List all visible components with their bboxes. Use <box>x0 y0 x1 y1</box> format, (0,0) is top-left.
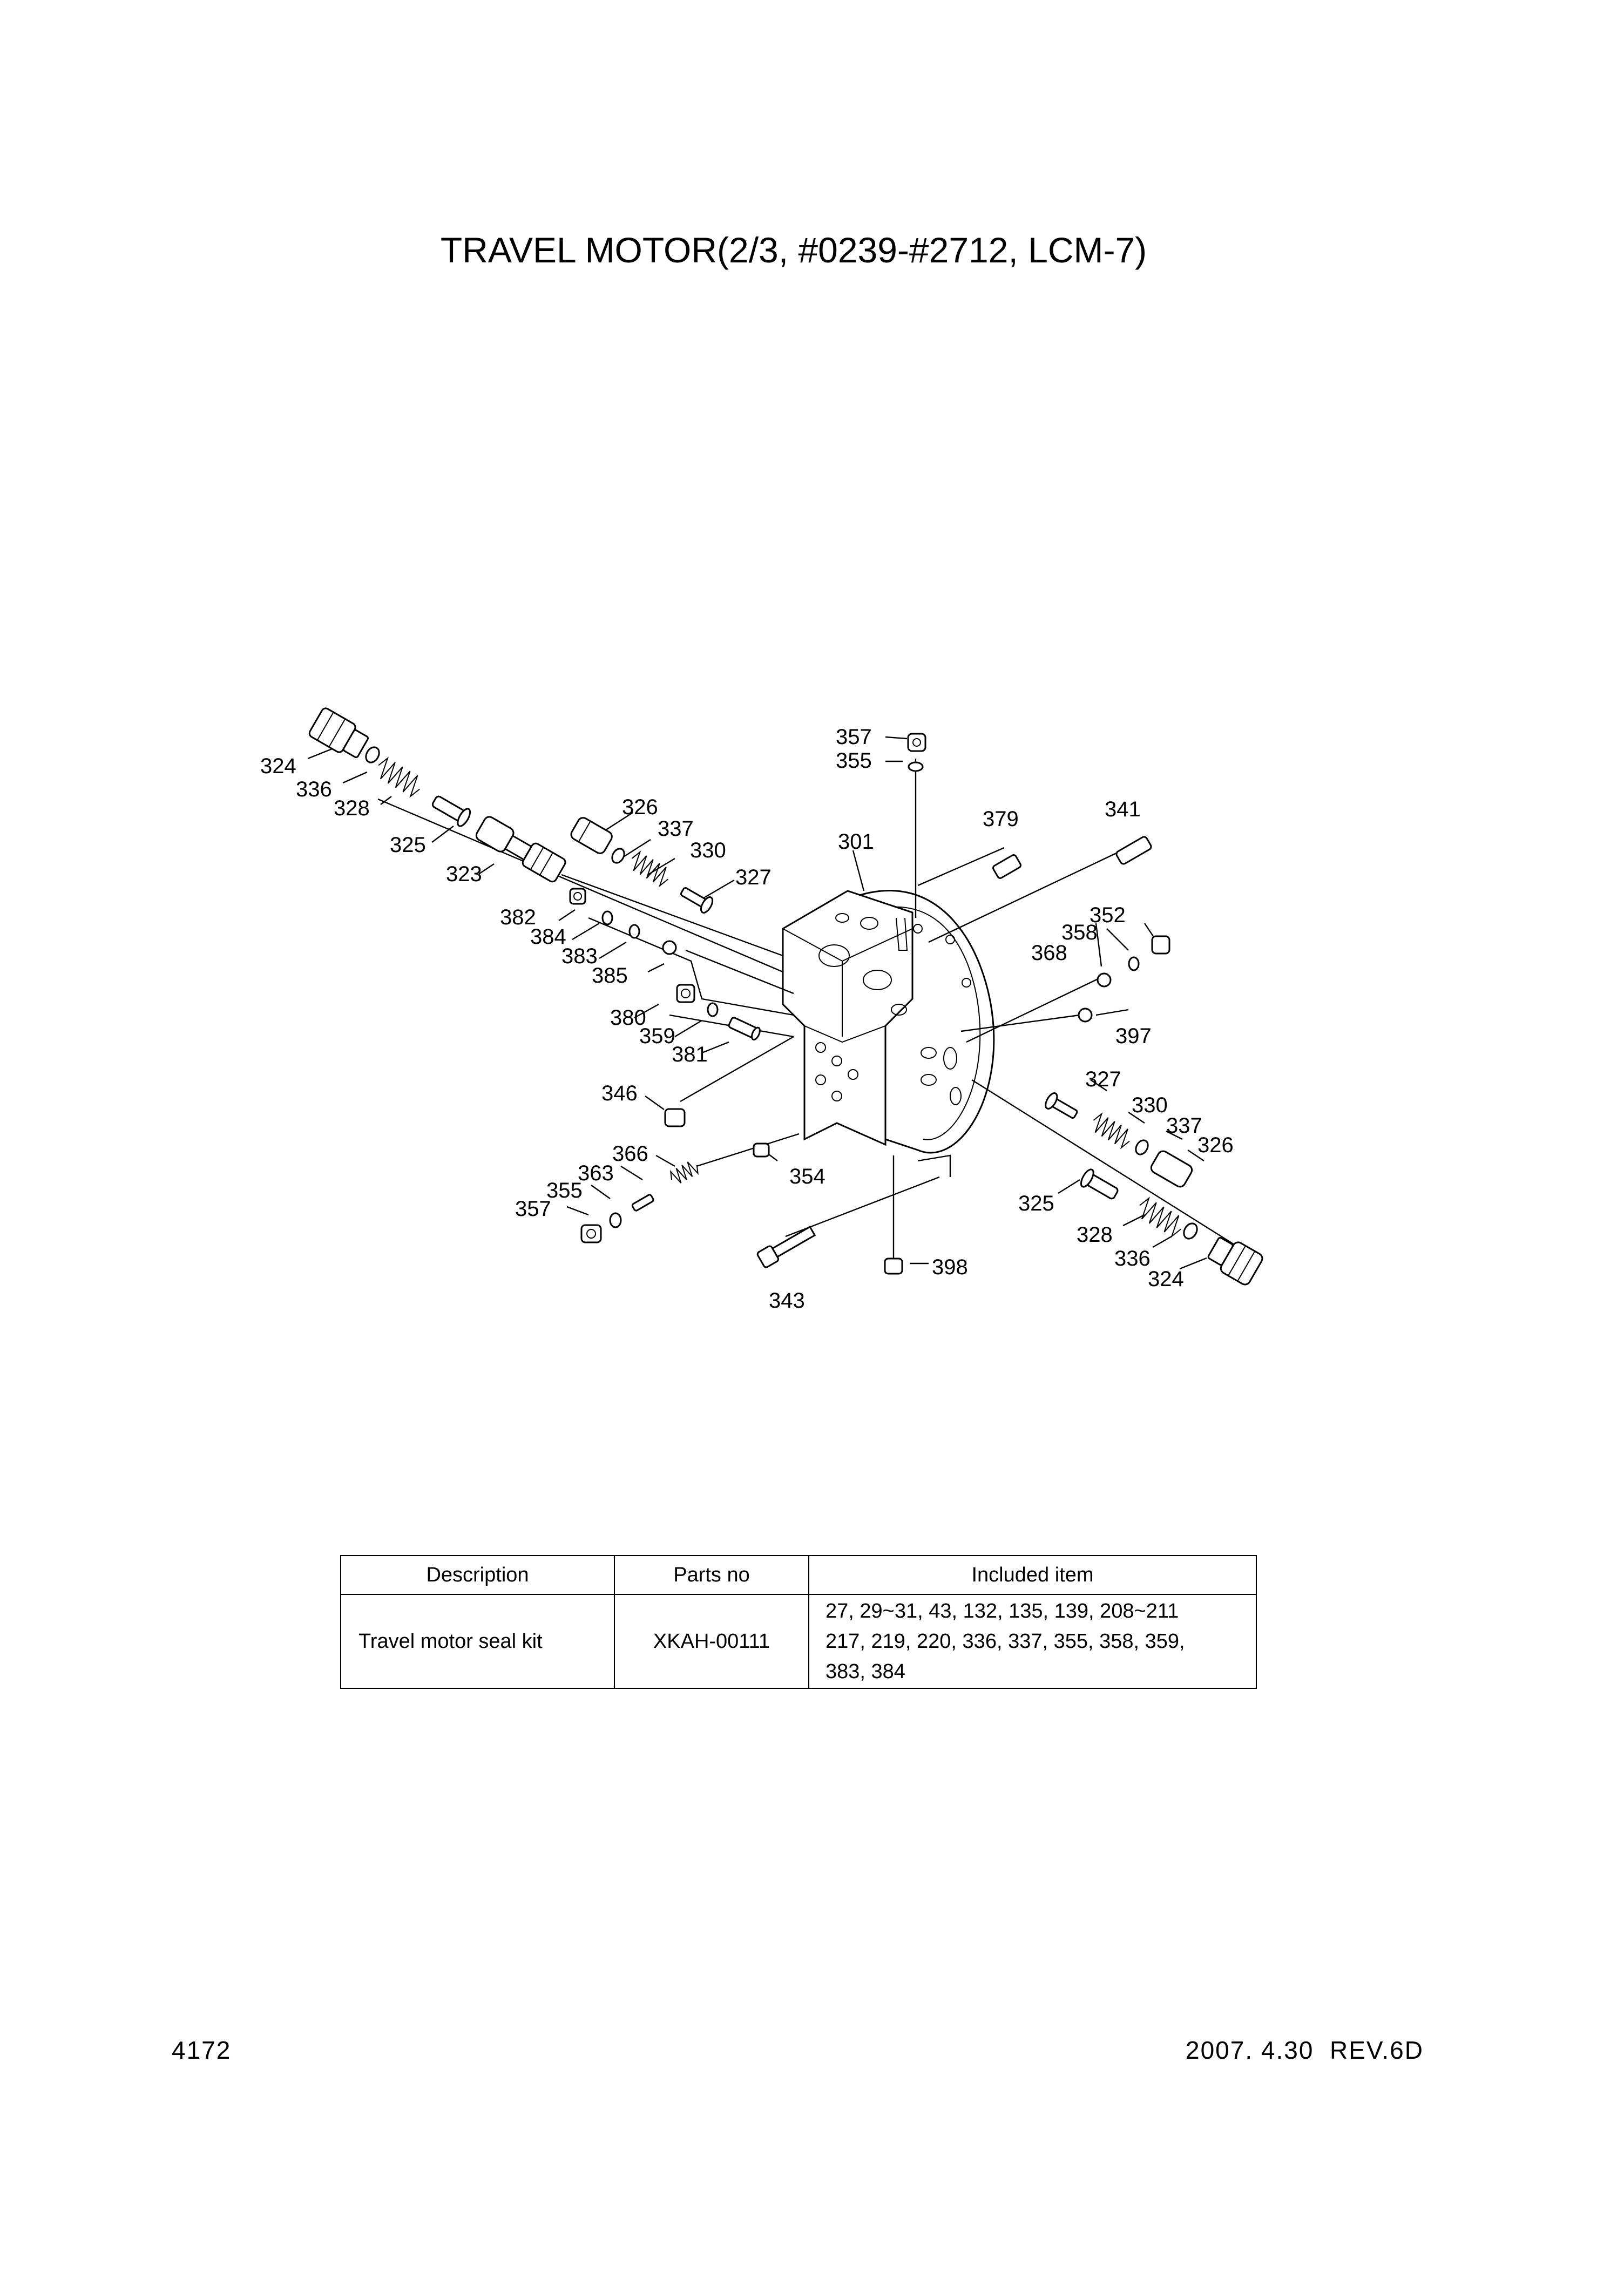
callout-343: 343 <box>769 1289 805 1313</box>
callout-366: 366 <box>612 1142 648 1166</box>
callout-397: 397 <box>1115 1024 1152 1048</box>
included-line-2: 217, 219, 220, 336, 337, 355, 358, 359, <box>825 1630 1185 1653</box>
included-line-1: 27, 29~31, 43, 132, 135, 139, 208~211 <box>825 1600 1179 1622</box>
callout-324: 324 <box>260 754 296 778</box>
table-row: Travel motor seal kit XKAH-00111 27, 29~… <box>340 1594 1257 1689</box>
callout-327-lower: 327 <box>1085 1067 1121 1091</box>
callout-337: 337 <box>658 817 694 841</box>
callout-354: 354 <box>789 1165 825 1188</box>
included-line-3: 383, 384 <box>825 1660 905 1683</box>
callout-326-lower: 326 <box>1197 1133 1234 1157</box>
callout-328-lower: 328 <box>1077 1223 1113 1247</box>
callout-325-lower: 325 <box>1018 1192 1054 1215</box>
page-title: TRAVEL MOTOR(2/3, #0239-#2712, LCM-7) <box>440 230 1147 270</box>
callout-363: 363 <box>578 1161 614 1185</box>
callout-labels: 324 336 328 325 323 326 337 330 327 301 … <box>260 725 1234 1313</box>
callout-357-lower: 357 <box>515 1197 551 1221</box>
callout-346: 346 <box>601 1081 638 1105</box>
revision-date: 2007. 4.30 REV.6D <box>1186 2036 1424 2064</box>
callout-337-lower: 337 <box>1166 1114 1202 1138</box>
callout-359: 359 <box>639 1024 675 1048</box>
kit-parts-no: XKAH-00111 <box>614 1594 809 1689</box>
relief-valve-upper <box>308 707 770 1158</box>
callout-324-lower: 324 <box>1148 1267 1184 1291</box>
callout-382: 382 <box>500 905 536 929</box>
kit-description: Travel motor seal kit <box>340 1594 615 1689</box>
col-parts-no: Parts no <box>614 1555 809 1595</box>
valve-casing-301 <box>782 890 995 1154</box>
callout-380: 380 <box>610 1006 646 1030</box>
callout-358: 358 <box>1061 921 1098 944</box>
callout-357: 357 <box>836 725 872 749</box>
callout-398: 398 <box>932 1255 968 1279</box>
callout-323: 323 <box>446 862 482 886</box>
callout-368: 368 <box>1031 941 1067 965</box>
callout-381: 381 <box>672 1043 708 1066</box>
page-number: 4172 <box>172 2036 232 2064</box>
callout-325: 325 <box>390 833 426 857</box>
callout-336: 336 <box>296 777 332 801</box>
kit-included-items: 27, 29~31, 43, 132, 135, 139, 208~211 21… <box>808 1594 1257 1689</box>
col-description: Description <box>340 1555 615 1595</box>
lower-left-parts <box>580 1161 903 1275</box>
callout-336-lower: 336 <box>1114 1247 1151 1270</box>
callout-341: 341 <box>1105 797 1141 821</box>
callout-355-lower: 355 <box>546 1179 583 1202</box>
callout-385: 385 <box>592 964 628 988</box>
callout-330-lower: 330 <box>1132 1093 1168 1117</box>
right-side-parts <box>907 733 1263 1286</box>
table-header-row: Description Parts no Included item <box>340 1555 1257 1595</box>
callout-384: 384 <box>530 925 566 949</box>
callout-355: 355 <box>836 749 872 773</box>
callout-379: 379 <box>983 807 1019 831</box>
callout-328: 328 <box>334 796 370 820</box>
col-included-item: Included item <box>808 1555 1257 1595</box>
callout-327: 327 <box>735 866 772 889</box>
callout-383: 383 <box>561 944 598 968</box>
callout-352: 352 <box>1090 903 1126 927</box>
callout-326: 326 <box>622 795 658 819</box>
callout-301: 301 <box>838 830 874 854</box>
seal-kit-table: Description Parts no Included item Trave… <box>340 1555 1257 1689</box>
callout-330: 330 <box>690 839 726 862</box>
